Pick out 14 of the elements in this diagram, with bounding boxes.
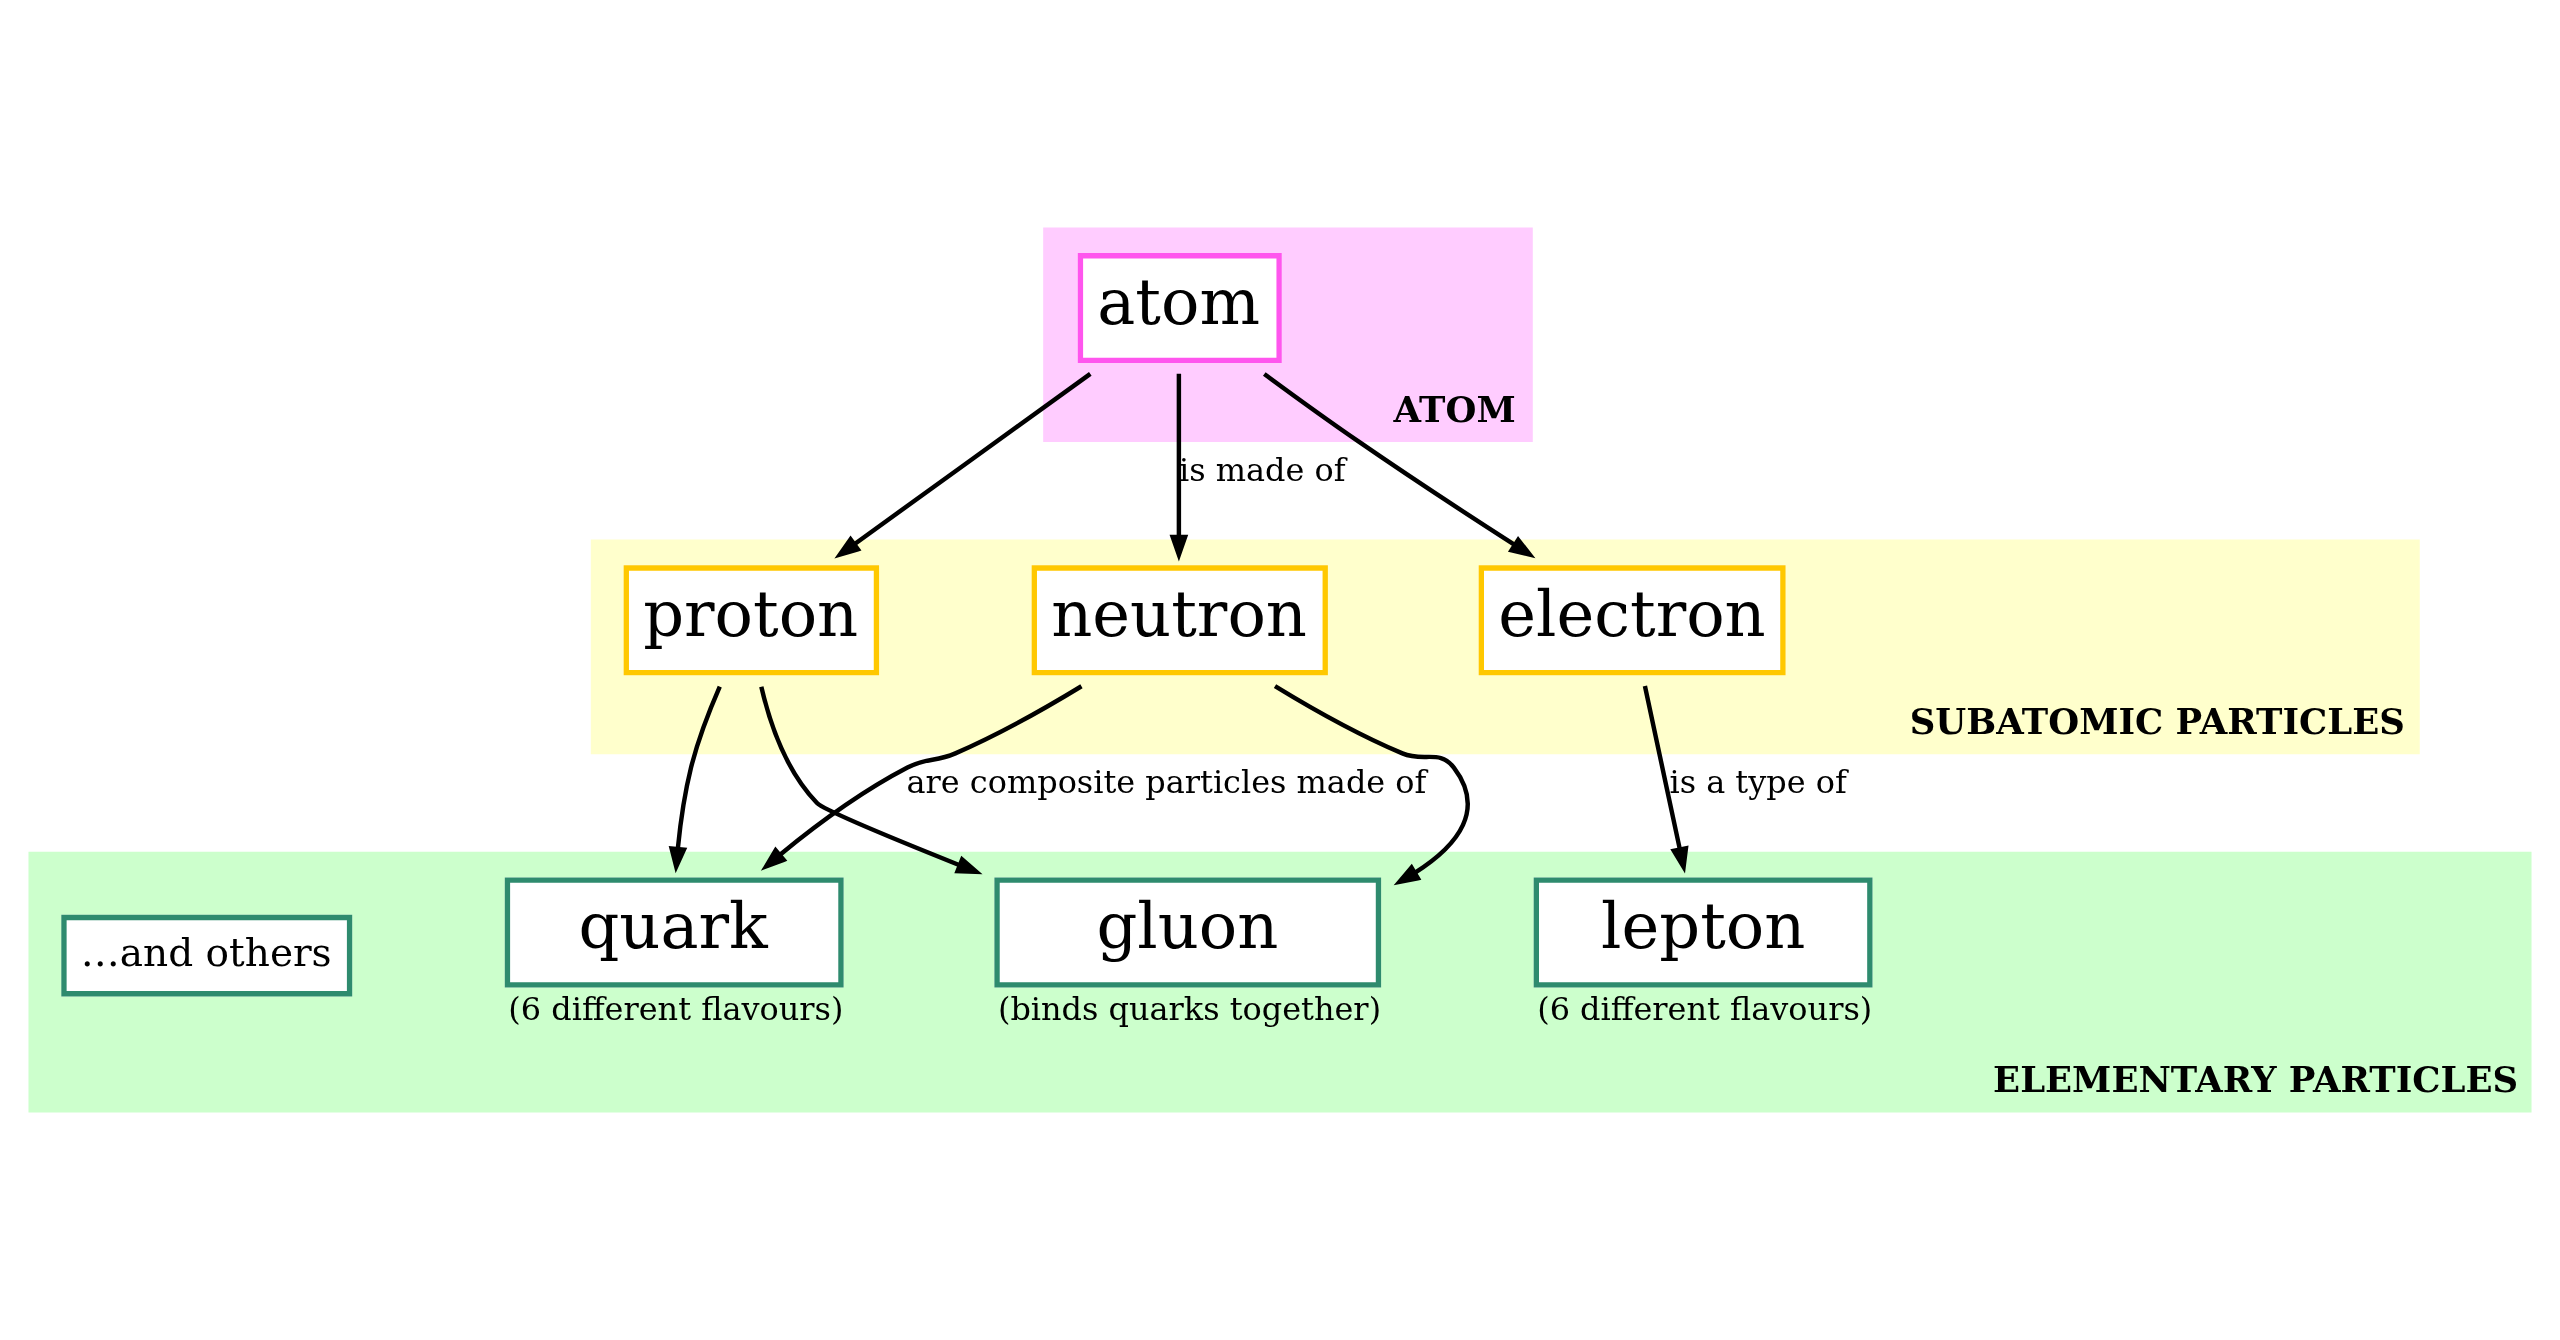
node-label: (6 different flavours)	[1537, 990, 1873, 1029]
arrow	[834, 372, 1092, 559]
arrow	[1263, 372, 1536, 559]
arrow	[759, 686, 983, 875]
arrow	[668, 685, 722, 874]
arrow	[1273, 684, 1470, 886]
arrow	[1642, 685, 1689, 874]
node-label: (binds quarks together)	[997, 990, 1382, 1029]
arrow	[1169, 373, 1189, 562]
edge-label: is made of	[1178, 450, 1346, 489]
node-label: (6 different flavours)	[508, 990, 844, 1029]
edge-label: is a type of	[1669, 763, 1847, 802]
edge-label: are composite particles made of	[906, 763, 1427, 802]
arrow	[760, 684, 1083, 871]
